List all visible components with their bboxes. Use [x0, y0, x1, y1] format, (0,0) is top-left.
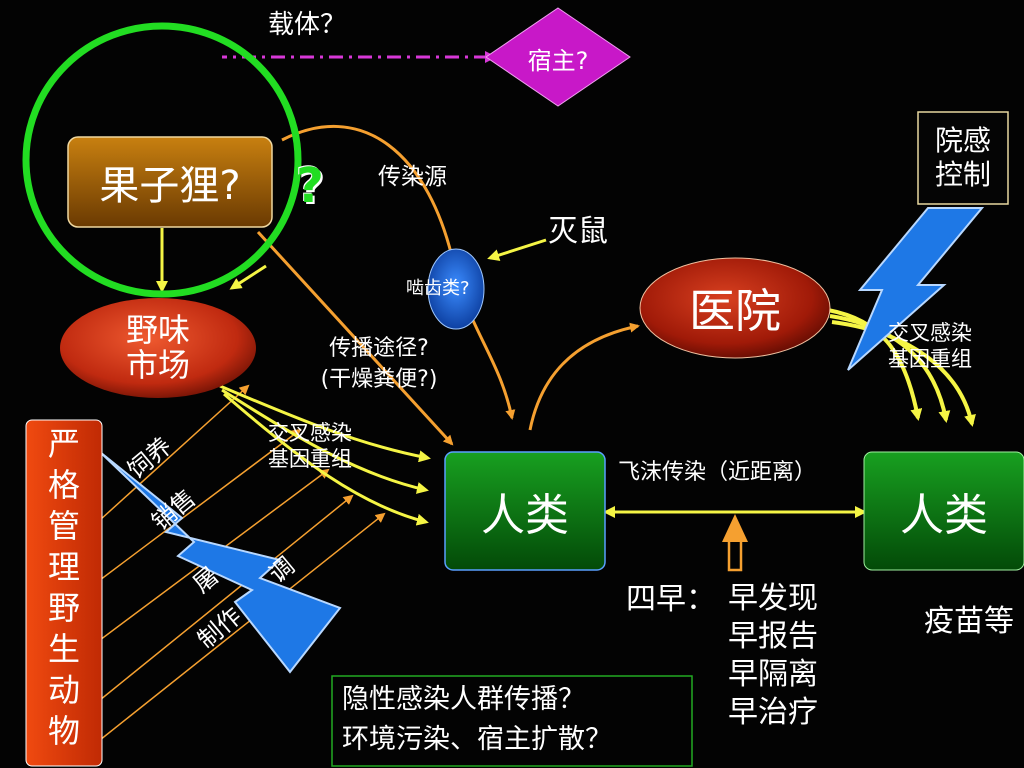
rodent-label: 啮齿类? — [406, 278, 470, 299]
infection-control-line1: 院感 — [934, 124, 991, 158]
hidden-spread-label: 隐性感染人群传播？ 环境污染、宿主扩散？ — [342, 680, 612, 760]
human-left-label: 人类 — [481, 490, 569, 541]
circle-market-arrow — [229, 264, 267, 290]
transmission-route-line2: (干燥粪便?) — [320, 366, 438, 392]
human-right-box — [863, 451, 1024, 571]
droplet-label: 飞沫传染（近距离） — [618, 460, 817, 485]
four-early-item-1: 早发现 — [728, 581, 818, 616]
wildlife-char-8: 物 — [47, 712, 80, 750]
four-early-item-4: 早治疗 — [728, 695, 818, 730]
human-left-box — [444, 451, 606, 571]
human-hospital-arrow — [528, 322, 640, 431]
hidden-spread-line2: 环境污染、宿主扩散？ — [342, 724, 612, 755]
wildlife-panel-text: 严 格 管 理 野 生 动 物 — [26, 424, 102, 752]
cross-infection-right-label: 交叉感染 基因重组 — [888, 320, 972, 373]
infection-control-label: 院感 控制 — [918, 112, 1008, 204]
cross-infection-right-line1: 交叉感染 — [888, 321, 972, 345]
civet-human-line — [256, 230, 454, 446]
market-human-arrows — [219, 384, 431, 526]
hospital-label: 医院 — [689, 284, 781, 338]
wildlife-char-6: 生 — [47, 630, 80, 668]
cross-infection-left-line2: 基因重组 — [268, 447, 352, 472]
civet-label: 果子狸? — [99, 163, 241, 209]
four-early-item-2: 早报告 — [728, 619, 818, 654]
left-lightning-bolt — [99, 451, 342, 674]
infection-control-line2: 控制 — [934, 158, 991, 191]
wildlife-char-7: 动 — [47, 671, 80, 709]
wildlife-char-1: 严 — [47, 425, 80, 463]
hospital-ellipse — [639, 257, 831, 359]
wildlife-char-2: 格 — [47, 466, 80, 504]
transmission-route-line1: 传播途径? — [329, 336, 429, 361]
wildlife-char-3: 管 — [47, 507, 80, 545]
rodent-control-arrow — [487, 238, 547, 261]
four-early-item-3: 早隔离 — [728, 657, 818, 692]
four-early-list: 早发现 早报告 早隔离 早治疗 — [728, 580, 818, 732]
four-early-arrow — [722, 514, 748, 572]
cross-infection-left-label: 交叉感染 基因重组 — [268, 420, 352, 473]
human-right-label: 人类 — [900, 490, 988, 541]
wild-market-line2: 市场 — [125, 346, 190, 384]
hidden-spread-box — [331, 675, 693, 767]
carrier-label: 载体？ — [268, 10, 347, 40]
four-early-prefix: 四早： — [626, 582, 716, 617]
hidden-spread-line1: 隐性感染人群传播？ — [342, 684, 585, 715]
cross-infection-right-line2: 基因重组 — [888, 347, 972, 372]
host-label: 宿主? — [527, 46, 589, 75]
wild-market-ellipse — [60, 298, 256, 398]
host-diamond — [485, 7, 631, 107]
infection-source-label: 传染源 — [378, 164, 447, 190]
cross-infection-left-line1: 交叉感染 — [268, 421, 352, 445]
wild-market-label: 野味 市场 — [60, 298, 256, 398]
hospital-human-arrows — [827, 308, 976, 427]
right-lightning-bolt — [847, 207, 985, 371]
activity-arrows — [99, 384, 386, 741]
wildlife-char-5: 野 — [47, 589, 80, 627]
civet-highlight-circle — [22, 22, 302, 298]
civet-human-arc — [281, 124, 516, 420]
civet-question-mark: ? — [296, 158, 324, 214]
wildlife-panel-box — [25, 419, 103, 767]
wild-market-line1: 野味 — [125, 310, 190, 349]
rodent-control-label: 灭鼠 — [548, 214, 608, 249]
civet-box — [67, 136, 273, 228]
infection-control-box — [917, 111, 1009, 205]
vaccine-label: 疫苗等 — [924, 604, 1014, 639]
transmission-route-label: 传播途径? (干燥粪便?) — [296, 334, 462, 396]
rodent-ellipse — [427, 248, 485, 330]
wildlife-char-4: 理 — [47, 548, 80, 586]
